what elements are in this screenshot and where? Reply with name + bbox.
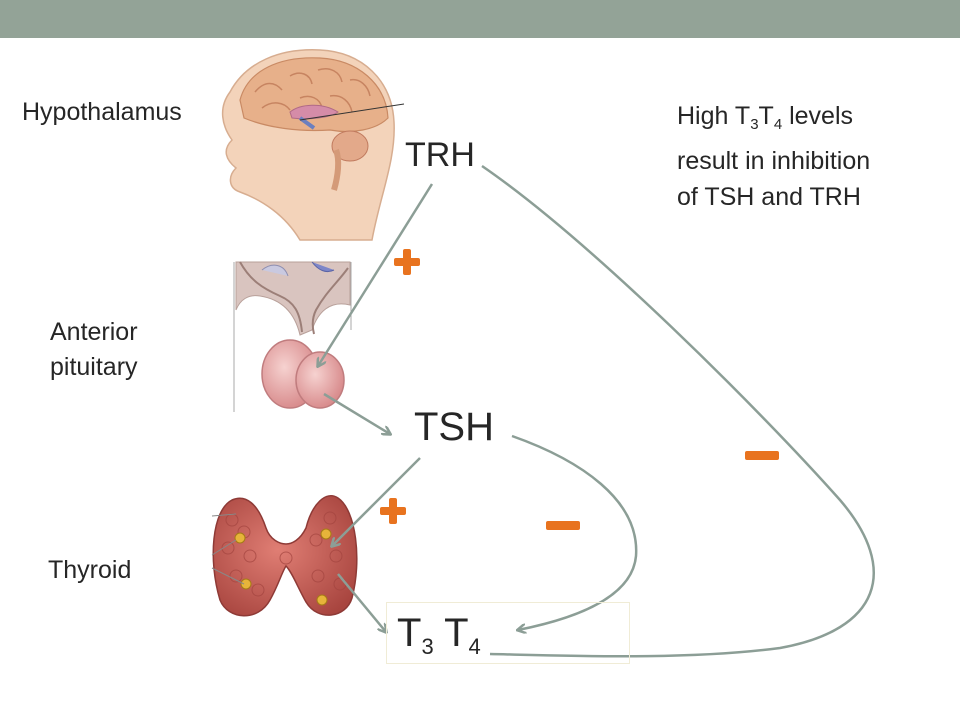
minus-sign-tsh: [546, 521, 580, 530]
arrow-thyroid-to-t3t4: [337, 573, 386, 632]
feedback-note: High T3T4 levels result in inhibition of…: [677, 98, 947, 215]
t4-subscript: 4: [468, 634, 481, 659]
t3-subscript: 3: [421, 634, 434, 659]
plus-sign-tsh: [380, 498, 406, 524]
hypothalamus-label: Hypothalamus: [22, 98, 182, 126]
feedback-arrow-to-tsh: [511, 434, 638, 630]
plus-sign-trh: [394, 249, 420, 275]
trh-label: TRH: [405, 136, 475, 174]
note-line2: result in inhibition: [677, 147, 871, 175]
arrow-pituitary-to-tsh: [323, 392, 390, 434]
head-brain-illustration: [221, 49, 405, 241]
arrow-tsh-to-thyroid: [332, 457, 421, 546]
note-line3: of TSH and TRH: [677, 183, 861, 211]
anterior-pituitary-line2: pituitary: [50, 353, 138, 381]
arrow-trh-to-pituitary: [318, 183, 434, 366]
t3-t4-label: T3 T4: [397, 611, 481, 660]
thyroid-label: Thyroid: [48, 556, 132, 584]
note-prefix: High T: [677, 102, 751, 130]
anterior-pituitary-line1: Anterior: [50, 318, 138, 346]
sign-marks: [380, 249, 779, 530]
note-mid: T: [758, 102, 774, 130]
anterior-pituitary-label: Anterior pituitary: [50, 315, 180, 385]
t4-letter: T: [444, 611, 469, 655]
minus-sign-trh: [745, 451, 779, 460]
pathway-arrows: [318, 164, 875, 658]
note-sub4: 4: [773, 116, 783, 133]
note-sub3: 3: [750, 116, 759, 133]
t3-letter: T: [397, 611, 422, 655]
top-banner: [0, 0, 960, 38]
t3-t4-box: T3 T4: [386, 602, 630, 664]
thyroid-illustration: [211, 495, 358, 617]
tsh-label: TSH: [414, 405, 494, 449]
pituitary-illustration: [233, 261, 352, 412]
note-suffix: levels: [782, 102, 854, 130]
feedback-arrow-to-trh: [481, 164, 875, 658]
